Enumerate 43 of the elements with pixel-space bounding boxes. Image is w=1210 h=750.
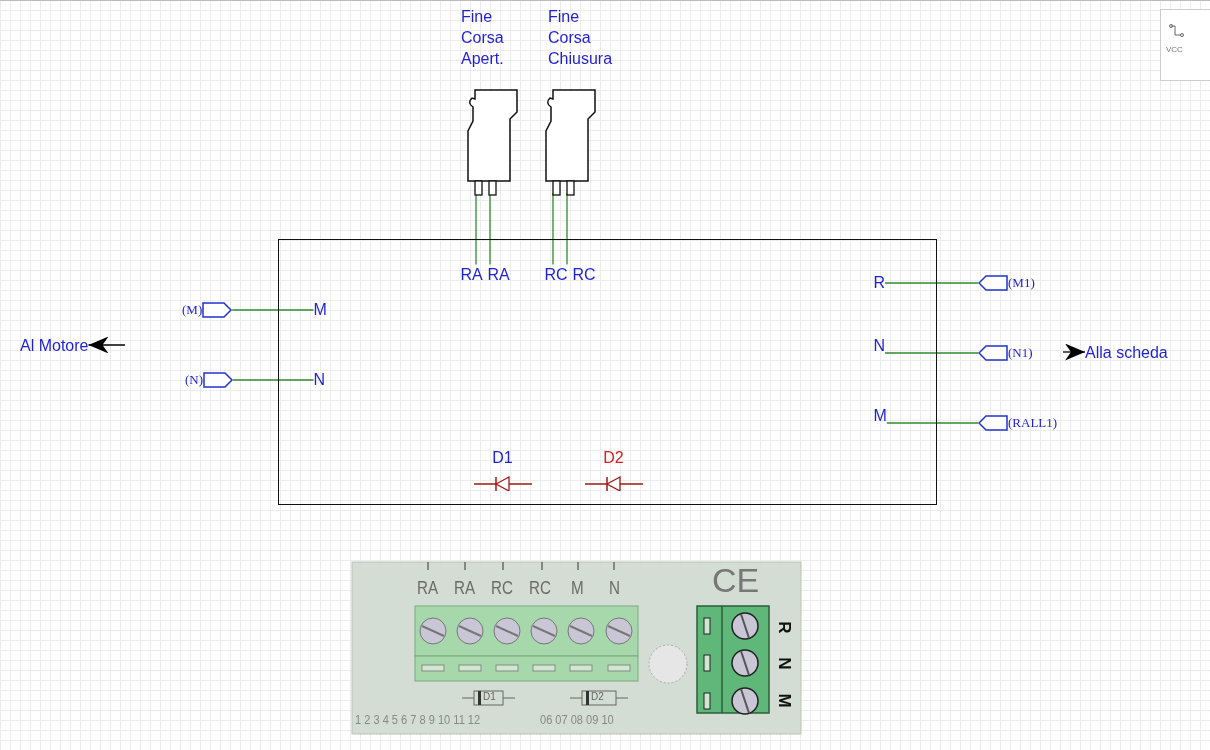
direction-label: Al Motore — [20, 335, 89, 356]
wire — [231, 309, 315, 311]
terminal-label: R — [775, 621, 793, 634]
terminal-label: N — [609, 578, 620, 597]
pin-label: R — [873, 271, 886, 293]
enclosure-outline — [278, 239, 937, 505]
direction-label: Alla scheda — [1085, 342, 1168, 363]
component-marking: D1 — [483, 692, 496, 702]
component-marking: D2 — [591, 692, 604, 702]
terminal-label: N — [775, 657, 793, 670]
pin-label: RC — [572, 263, 596, 285]
component-label: Fine Corsa Apert. — [460, 7, 504, 69]
pin-label: M — [873, 404, 887, 426]
pin-label: RA — [487, 263, 510, 285]
arrow — [87, 336, 126, 354]
terminal-label: M — [775, 693, 793, 708]
wire — [884, 352, 979, 354]
pin-label: RA — [460, 263, 483, 285]
terminal-label: M — [571, 578, 584, 597]
diode-label: D1 — [491, 447, 514, 468]
pin-label: N — [313, 368, 326, 390]
terminal-numbers: 1 2 3 4 5 6 7 8 9 10 11 12 — [355, 713, 481, 726]
wire — [884, 282, 979, 284]
wire — [232, 379, 315, 381]
terminal-label: RA — [417, 578, 439, 597]
wire — [886, 422, 979, 424]
pin-label: RC — [544, 263, 568, 285]
terminal-label: RC — [529, 578, 551, 597]
component-label: Fine Corsa Chiusura — [547, 7, 613, 69]
port-label: (M1) — [1008, 275, 1035, 291]
port-label: (M) — [182, 302, 203, 318]
pin-label: N — [873, 334, 886, 356]
arrow — [1062, 343, 1086, 361]
diode-label: D2 — [602, 447, 625, 468]
port-label: (N) — [185, 372, 204, 388]
terminal-label: RC — [491, 578, 513, 597]
palette-label: VCC — [1166, 46, 1183, 54]
terminal-label: RA — [454, 578, 476, 597]
terminal-numbers: 06 07 08 09 10 — [540, 713, 614, 726]
ce-mark: CE — [712, 563, 760, 597]
pin-label: M — [313, 298, 327, 320]
port-label: (RALL1) — [1008, 415, 1058, 431]
port-label: (N1) — [1008, 345, 1033, 361]
